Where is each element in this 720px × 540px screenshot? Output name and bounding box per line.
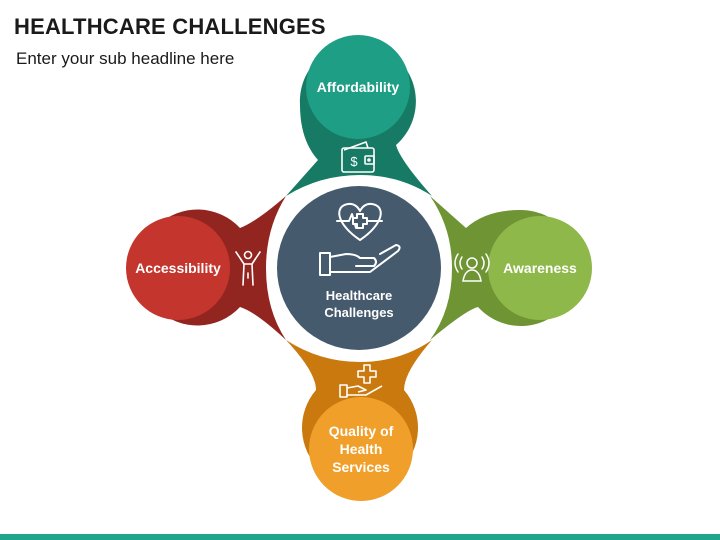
wallet-dollar-icon (341, 141, 375, 173)
center-label-line2: Challenges (324, 305, 394, 320)
center-label-line1: Healthcare (325, 288, 393, 303)
accent-bar (0, 534, 720, 540)
affordability-circle (306, 35, 410, 139)
petal-right (430, 196, 592, 340)
quality-label-line2: Health (339, 441, 383, 457)
petal-left (126, 196, 286, 340)
accessibility-circle (126, 216, 230, 320)
page-title: HEALTHCARE CHALLENGES (14, 14, 326, 39)
quality-label: Quality of Health Services (309, 420, 413, 478)
center-label: Healthcare Challenges (309, 284, 409, 324)
accessibility-label: Accessibility (135, 260, 221, 276)
dollar-glyph: $ (350, 154, 358, 169)
hand-plus-icon (339, 364, 383, 398)
awareness-circle (488, 216, 592, 320)
person-arms-up-icon (235, 250, 261, 286)
awareness-label: Awareness (503, 260, 577, 276)
petal-bottom (286, 340, 432, 501)
quality-label-line1: Quality of (328, 423, 394, 439)
page-subtitle: Enter your sub headline here (16, 49, 235, 68)
quality-label-line3: Services (332, 459, 390, 475)
quality-circle (309, 397, 413, 501)
person-broadcast-icon (454, 253, 490, 282)
heart-hand-icon (319, 202, 401, 276)
petal-top (286, 35, 432, 196)
center-circle (277, 186, 441, 350)
affordability-label: Affordability (316, 79, 400, 95)
